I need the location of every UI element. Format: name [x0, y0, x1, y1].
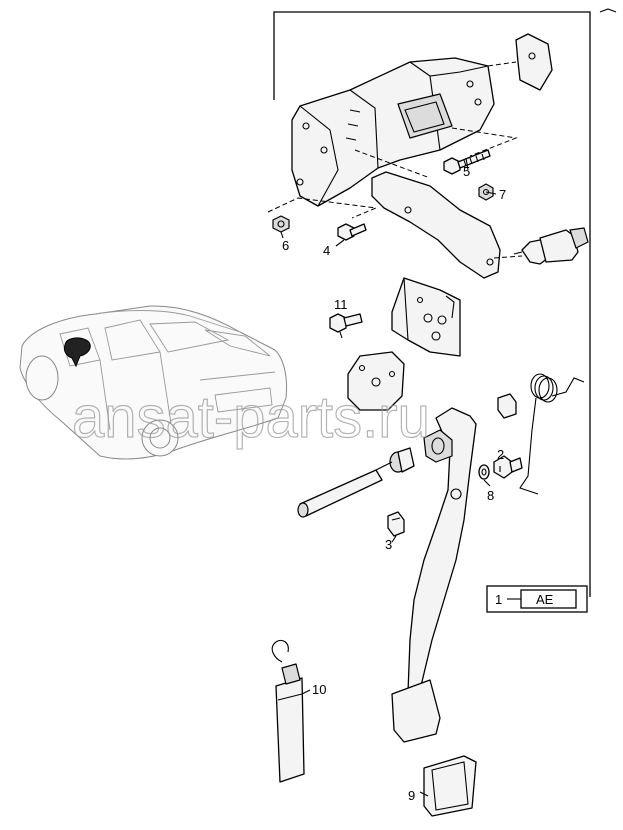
- callout-9: 9: [408, 788, 415, 803]
- pedal-pad-9-icon: [423, 755, 477, 817]
- assembly-label: AE: [536, 592, 554, 607]
- bracket-plate-icon: [391, 277, 461, 357]
- bolt-5-icon: [443, 149, 491, 175]
- clip-3-icon: [387, 511, 405, 537]
- washer-8-icon: [478, 464, 490, 480]
- callout-4: 4: [323, 243, 330, 258]
- callout-2: 2: [497, 447, 504, 462]
- corner-mark: [599, 8, 617, 13]
- bushing-icon: [389, 393, 517, 473]
- callout-1: 1: [495, 592, 502, 607]
- callout-10: 10: [312, 682, 326, 697]
- callout-3: 3: [385, 537, 392, 552]
- grease-tube-10-icon: [271, 639, 305, 783]
- pedal-bracket-icon: [291, 57, 495, 207]
- upper-clip-icon: [515, 33, 553, 91]
- pivot-shaft-icon: [297, 461, 393, 518]
- spring-icon: [519, 373, 585, 495]
- watermark: ansat-parts.ru: [72, 385, 430, 450]
- callout-7: 7: [499, 187, 506, 202]
- bolt-11-icon: [329, 313, 363, 333]
- callout-11: 11: [334, 297, 348, 312]
- assembly-callout: 1 AE: [486, 585, 588, 613]
- nut-6-icon: [272, 215, 290, 233]
- clutch-pedal-icon: [391, 407, 477, 743]
- bolt-4-icon: [337, 223, 367, 241]
- bracket-arm-icon: [371, 171, 501, 279]
- callout-6: 6: [282, 238, 289, 253]
- bolt-2-icon: [493, 455, 523, 479]
- callout-5: 5: [463, 164, 470, 179]
- lower-plate-icon: [347, 351, 405, 411]
- callout-8: 8: [487, 488, 494, 503]
- switch-icon: [513, 227, 589, 265]
- assembly-frame-line: [273, 11, 591, 597]
- car-outline-icon: [19, 305, 288, 460]
